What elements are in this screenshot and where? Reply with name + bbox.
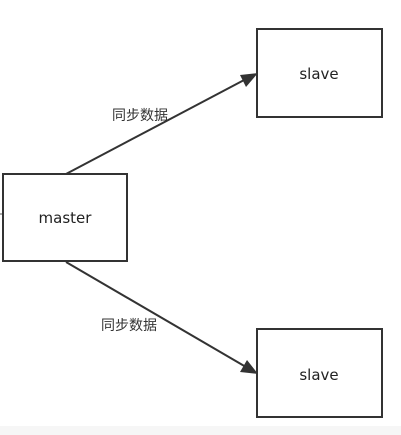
edge-label-bottom: 同步数据 (101, 318, 157, 334)
slave-bottom-node (256, 328, 383, 418)
slave-top-node (256, 28, 383, 118)
arrow-head-top (240, 73, 258, 87)
slave-top-node-label: slave (299, 65, 338, 83)
master-node-label: master (39, 209, 93, 227)
edge-label-top: 同步数据 (112, 108, 168, 124)
master-node (2, 173, 128, 262)
bottom-strip (0, 426, 401, 435)
edge-master-to-slave-top-line (65, 78, 247, 175)
edge-master-to-slave-bottom-line (65, 261, 247, 368)
arrow-head-bottom (240, 360, 258, 374)
slave-bottom-node-label: slave (299, 366, 338, 384)
